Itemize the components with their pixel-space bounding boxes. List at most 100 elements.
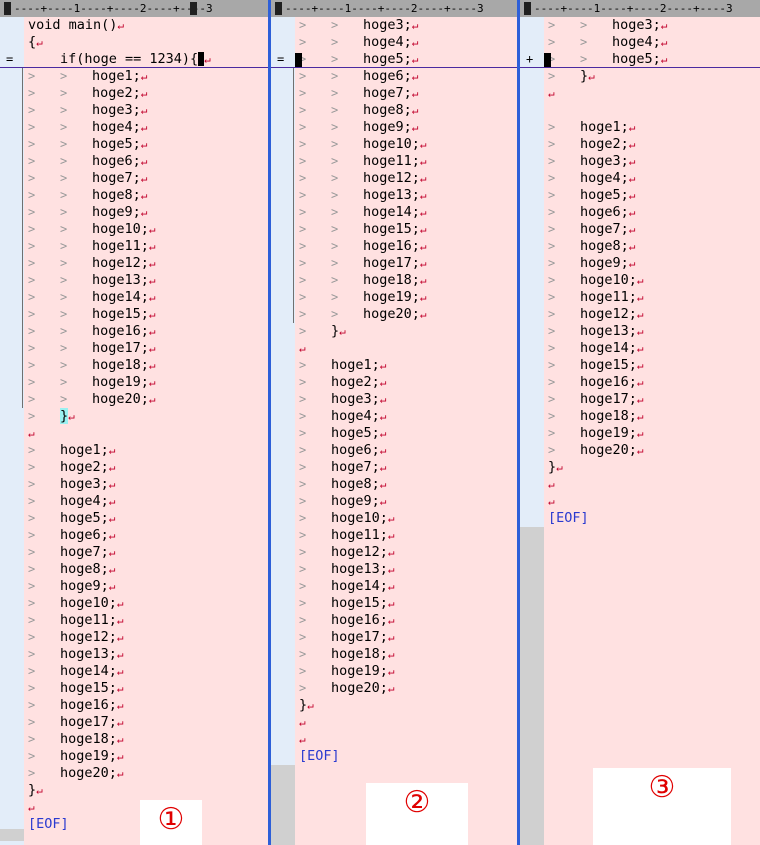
eof-marker: [EOF]: [28, 816, 69, 832]
code-line: hoge11;↵: [92, 238, 156, 255]
code-text: hoge7;: [60, 544, 109, 560]
fold-range-bar: [293, 68, 294, 323]
indent-guide-icon: >: [28, 528, 36, 542]
code-line: hoge18;↵: [580, 408, 644, 425]
return-glyph-icon: ↵: [116, 750, 124, 763]
return-glyph-icon: ↵: [419, 274, 427, 287]
indent-guide-icon: >: [331, 239, 339, 253]
code-line: hoge10;↵: [580, 272, 644, 289]
return-glyph-icon: ↵: [636, 393, 644, 406]
indent-guide-icon: >: [299, 154, 307, 168]
pane-number-label: ③: [593, 768, 731, 845]
text-area[interactable]: void main()↵{↵if(hoge == 1234){↵hoge1;↵>…: [24, 17, 268, 845]
indent-guide-icon: >: [548, 409, 556, 423]
indent-guide-icon: >: [28, 103, 36, 117]
code-text: hoge17;: [580, 391, 637, 407]
indent-guide-icon: >: [548, 137, 556, 151]
pane-splitter[interactable]: [517, 0, 520, 845]
return-glyph-icon: ↵: [387, 631, 395, 644]
return-glyph-icon: ↵: [660, 36, 668, 49]
return-glyph-icon: ↵: [636, 342, 644, 355]
indent-guide-icon: >: [299, 205, 307, 219]
return-glyph-icon: ↵: [148, 393, 156, 406]
indent-guide-icon: >: [28, 494, 36, 508]
indent-guide-icon: >: [28, 749, 36, 763]
return-glyph-icon: ↵: [411, 70, 419, 83]
indent-guide-icon: >: [28, 647, 36, 661]
indent-guide-icon: >: [60, 222, 68, 236]
return-glyph-icon: ↵: [148, 223, 156, 236]
indent-guide-icon: >: [60, 188, 68, 202]
code-line: hoge5;↵: [60, 510, 115, 527]
indent-guide-icon: >: [60, 392, 68, 406]
indent-guide-icon: >: [580, 52, 588, 66]
return-glyph-icon: ↵: [411, 104, 419, 117]
code-line: hoge1;↵: [60, 442, 115, 459]
code-line: hoge15;↵: [363, 221, 427, 238]
return-glyph-icon: ↵: [28, 427, 35, 440]
return-glyph-icon: ↵: [411, 121, 419, 134]
code-text: hoge6;: [580, 204, 629, 220]
code-line: hoge3;↵: [363, 17, 418, 34]
code-text: hoge13;: [580, 323, 637, 339]
code-line: [EOF]: [548, 510, 589, 527]
line-gutter: [271, 17, 295, 845]
return-glyph-icon: ↵: [299, 716, 306, 729]
return-glyph-icon: ↵: [411, 87, 419, 100]
return-glyph-icon: ↵: [387, 512, 395, 525]
indent-guide-icon: >: [548, 426, 556, 440]
text-cursor: [198, 52, 205, 66]
code-text: hoge12;: [363, 170, 420, 186]
indent-guide-icon: >: [28, 460, 36, 474]
code-line: hoge19;↵: [363, 289, 427, 306]
code-text: hoge7;: [331, 459, 380, 475]
code-line: hoge14;↵: [60, 663, 124, 680]
code-text: hoge17;: [331, 629, 388, 645]
indent-guide-icon: >: [60, 341, 68, 355]
indent-guide-icon: >: [331, 307, 339, 321]
code-line: }↵: [331, 323, 346, 340]
code-line: hoge17;↵: [60, 714, 124, 731]
indent-guide-icon: >: [28, 307, 36, 321]
code-text: hoge6;: [92, 153, 141, 169]
indent-guide-icon: >: [60, 120, 68, 134]
indent-guide-icon: >: [28, 256, 36, 270]
return-glyph-icon: ↵: [204, 53, 211, 66]
code-line: ↵: [28, 799, 35, 816]
code-text: hoge4;: [580, 170, 629, 186]
indent-guide-icon: >: [60, 86, 68, 100]
indent-guide-icon: >: [28, 273, 36, 287]
split-cursor-marker: [295, 53, 302, 67]
code-text: hoge18;: [60, 731, 117, 747]
return-glyph-icon: ↵: [299, 342, 306, 355]
fold-marker-icon[interactable]: +: [526, 52, 534, 66]
indent-guide-icon: >: [299, 86, 307, 100]
text-area[interactable]: hoge3;↵>>hoge4;↵>>hoge5;↵>>}↵>↵hoge1;↵>h…: [544, 17, 760, 845]
code-text: hoge17;: [363, 255, 420, 271]
code-text: }: [28, 782, 37, 798]
fold-range-bar: [22, 68, 23, 408]
code-line: ↵: [299, 340, 306, 357]
return-glyph-icon: ↵: [140, 70, 148, 83]
code-line: hoge8;↵: [363, 102, 418, 119]
code-line: hoge20;↵: [363, 306, 427, 323]
indent-guide-icon: >: [28, 681, 36, 695]
pane-splitter[interactable]: [268, 0, 271, 845]
code-text: hoge4;: [60, 493, 109, 509]
code-text: hoge7;: [580, 221, 629, 237]
text-area[interactable]: hoge3;↵>>hoge4;↵>>hoge5;↵>>hoge6;↵>>hoge…: [295, 17, 517, 845]
code-text: hoge20;: [92, 391, 149, 407]
return-glyph-icon: ↵: [419, 308, 427, 321]
code-text: hoge14;: [60, 663, 117, 679]
code-line: [EOF]: [28, 816, 69, 833]
fold-marker-icon[interactable]: =: [6, 52, 14, 66]
fold-marker-icon[interactable]: =: [277, 52, 285, 66]
return-glyph-icon: ↵: [636, 427, 644, 440]
code-text: hoge3;: [363, 17, 412, 33]
code-text: hoge8;: [363, 102, 412, 118]
code-line: hoge8;↵: [580, 238, 635, 255]
code-text: hoge10;: [363, 136, 420, 152]
